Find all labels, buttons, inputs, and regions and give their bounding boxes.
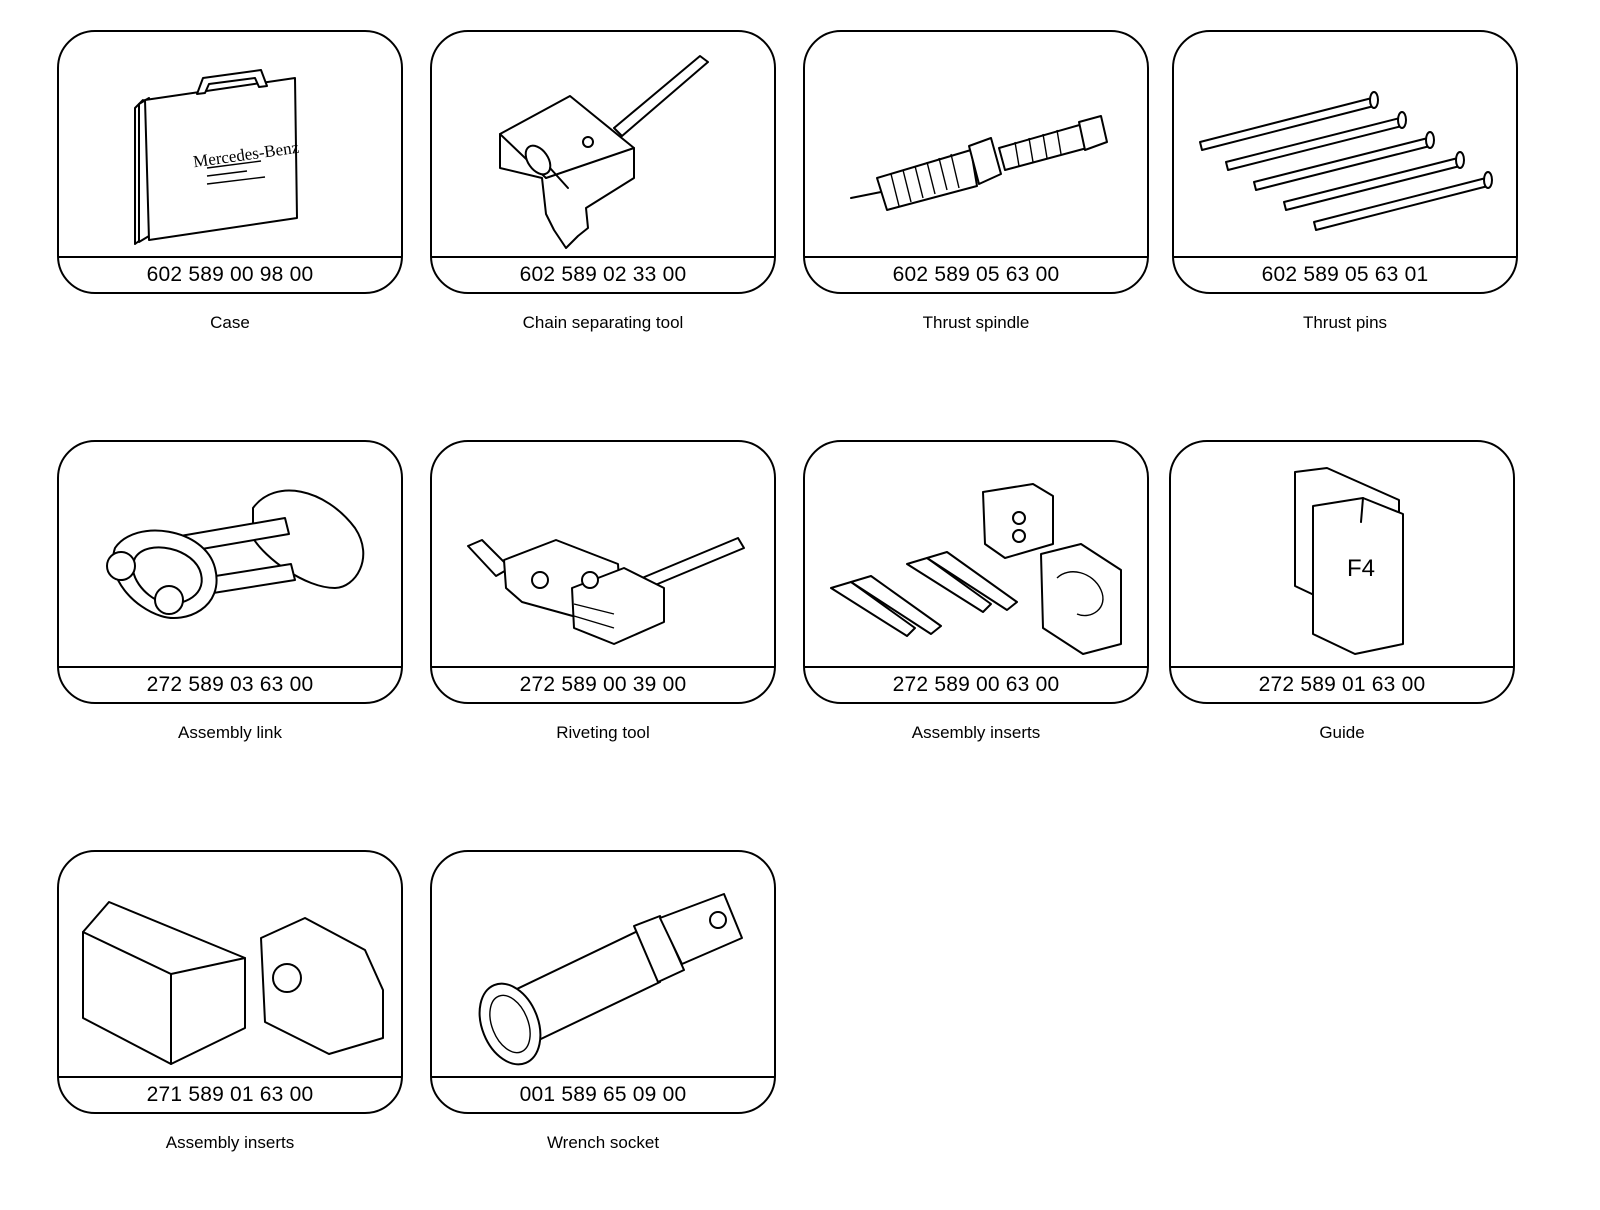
tool-name: Chain separating tool (522, 313, 684, 332)
card-divider (1171, 666, 1513, 668)
part-number: 271 589 01 63 00 (146, 1083, 314, 1106)
assembly-inserts-icon (811, 448, 1141, 662)
tool-card-thrust-spindle: 602 589 05 63 00 Thrust spindle (803, 30, 1149, 332)
tool-name: Assembly inserts (165, 1133, 295, 1152)
part-number: 272 589 00 39 00 (519, 673, 687, 696)
card-divider (805, 256, 1147, 258)
guide-icon: F4 (1177, 448, 1507, 662)
part-number: 272 589 00 63 00 (892, 673, 1060, 696)
tool-card-riveting-tool: 272 589 00 39 00 Riveting tool (430, 440, 776, 742)
card-frame (430, 850, 776, 1114)
assembly-link-icon (65, 448, 395, 662)
tool-name: Thrust pins (1302, 313, 1388, 332)
tool-name: Thrust spindle (922, 313, 1030, 332)
tool-name: Case (210, 313, 250, 332)
card-divider (432, 1076, 774, 1078)
tool-card-assembly-link: 272 589 03 63 00 Assembly link (57, 440, 403, 742)
tool-card-chain-separating-tool: 602 589 02 33 00 Chain separating tool (430, 30, 776, 332)
card-divider (59, 256, 401, 258)
tool-card-guide: F4 272 589 01 63 00 Guide (1169, 440, 1515, 742)
card-frame (430, 440, 776, 704)
thrust-spindle-icon (811, 38, 1141, 252)
tool-card-assembly-inserts-block: 271 589 01 63 00 Assembly inserts (57, 850, 403, 1152)
card-divider (432, 256, 774, 258)
card-divider (1174, 256, 1516, 258)
card-divider (59, 666, 401, 668)
assembly-inserts-block-icon (65, 858, 395, 1072)
tool-name: Wrench socket (546, 1133, 660, 1152)
tool-name: Assembly inserts (911, 723, 1041, 742)
part-number: 272 589 03 63 00 (146, 673, 314, 696)
thrust-pins-icon (1180, 38, 1510, 252)
tool-card-case: Mercedes-Benz 602 589 00 98 00 Case (57, 30, 403, 332)
riveting-tool-icon (438, 448, 768, 662)
card-divider (59, 1076, 401, 1078)
tool-card-assembly-inserts: 272 589 00 63 00 Assembly inserts (803, 440, 1149, 742)
part-number: 001 589 65 09 00 (519, 1083, 687, 1106)
tool-card-thrust-pins: 602 589 05 63 01 Thrust pins (1172, 30, 1518, 332)
guide-mark-text: F4 (1347, 555, 1375, 582)
part-number: 272 589 01 63 00 (1258, 673, 1426, 696)
part-number: 602 589 02 33 00 (519, 263, 687, 286)
part-number: 602 589 00 98 00 (146, 263, 314, 286)
tool-name: Assembly link (178, 723, 282, 742)
card-divider (805, 666, 1147, 668)
chain-separating-tool-icon (438, 38, 768, 252)
tool-name: Guide (1319, 723, 1365, 742)
card-divider (432, 666, 774, 668)
case-icon: Mercedes-Benz (65, 38, 395, 252)
tool-card-wrench-socket: 001 589 65 09 00 Wrench socket (430, 850, 776, 1152)
wrench-socket-icon (438, 858, 768, 1072)
tool-name: Riveting tool (556, 723, 650, 742)
part-number: 602 589 05 63 00 (892, 263, 1060, 286)
part-number: 602 589 05 63 01 (1261, 263, 1429, 286)
